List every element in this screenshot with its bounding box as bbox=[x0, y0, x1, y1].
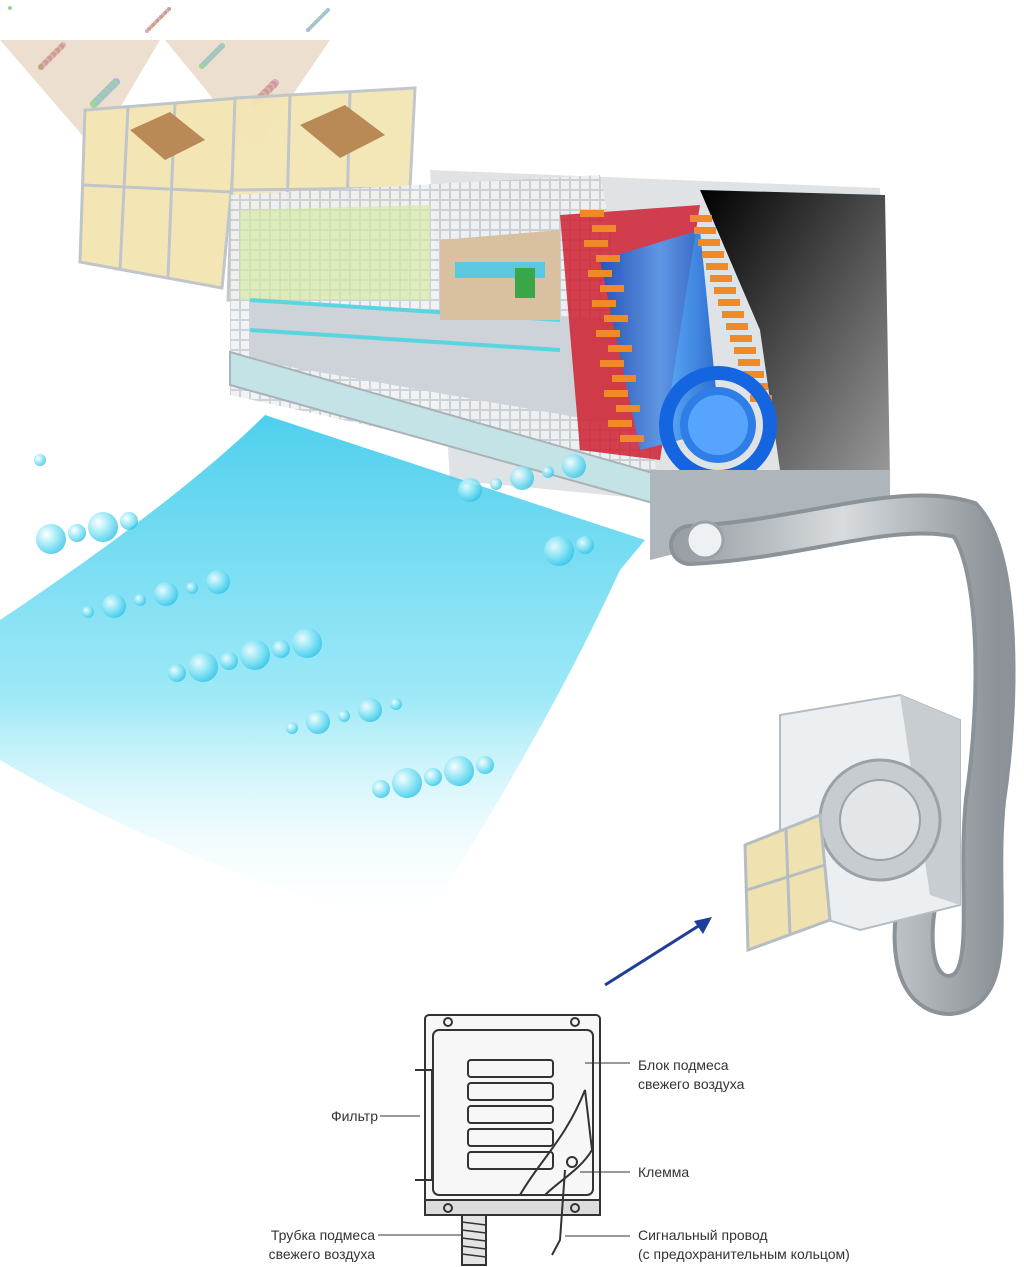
label-mix-tube: Трубка подмеса свежего воздуха bbox=[268, 1227, 375, 1262]
label-clamp: Клемма bbox=[638, 1164, 690, 1180]
label-mix-block: Блок подмеса свежего воздуха bbox=[638, 1057, 745, 1092]
coil-fin bbox=[604, 315, 628, 322]
coil-fin bbox=[722, 311, 744, 318]
coil-fin bbox=[612, 375, 636, 382]
coil-fin bbox=[738, 359, 760, 366]
dust-particle bbox=[306, 28, 310, 32]
air-bubble bbox=[102, 594, 126, 618]
dust-particle bbox=[8, 6, 12, 10]
cold-air-stream bbox=[0, 415, 645, 930]
air-bubble bbox=[36, 524, 66, 554]
coil-fin bbox=[694, 227, 716, 234]
air-bubble bbox=[186, 582, 198, 594]
air-bubble bbox=[458, 478, 482, 502]
indoor-unit bbox=[229, 170, 890, 560]
coil-fin bbox=[596, 255, 620, 262]
coil-fin bbox=[584, 240, 608, 247]
air-bubble bbox=[82, 606, 94, 618]
fresh-air-block-3d bbox=[743, 693, 961, 953]
air-bubble bbox=[120, 512, 138, 530]
coil-fin bbox=[730, 335, 752, 342]
air-bubble bbox=[542, 466, 554, 478]
air-bubble bbox=[390, 698, 402, 710]
coil-fin bbox=[592, 300, 616, 307]
coil-fin bbox=[726, 323, 748, 330]
air-bubble bbox=[286, 722, 298, 734]
pointer-arrow bbox=[604, 917, 712, 987]
coil-fin bbox=[690, 215, 712, 222]
coil-fin bbox=[718, 299, 740, 306]
coil-fin bbox=[706, 263, 728, 270]
air-bubble bbox=[292, 628, 322, 658]
coil-fin bbox=[604, 390, 628, 397]
dust-particle bbox=[90, 100, 98, 108]
air-bubble bbox=[372, 780, 390, 798]
incoming-air-cones bbox=[0, 6, 330, 150]
air-bubble bbox=[154, 582, 178, 606]
air-bubble bbox=[34, 454, 46, 466]
air-bubble bbox=[476, 756, 494, 774]
coil-fin bbox=[608, 420, 632, 427]
air-bubble bbox=[424, 768, 442, 786]
mixing-block-schematic bbox=[415, 1014, 601, 1266]
dust-particle bbox=[199, 63, 205, 69]
label-signal-wire: Сигнальный провод (с предохранительным к… bbox=[638, 1227, 850, 1262]
coil-fin bbox=[608, 345, 632, 352]
air-bubble bbox=[68, 524, 86, 542]
coil-fin bbox=[592, 225, 616, 232]
air-bubble bbox=[490, 478, 502, 490]
air-bubble bbox=[544, 536, 574, 566]
coil-fin bbox=[698, 239, 720, 246]
coil-fin bbox=[702, 251, 724, 258]
coil-fin bbox=[580, 210, 604, 217]
coil-fin bbox=[616, 405, 640, 412]
air-bubble bbox=[188, 652, 218, 682]
air-bubble bbox=[576, 536, 594, 554]
coil-fin bbox=[742, 371, 764, 378]
air-bubble bbox=[358, 698, 382, 722]
air-bubble bbox=[206, 570, 230, 594]
air-bubble bbox=[240, 640, 270, 670]
coil-fin bbox=[588, 270, 612, 277]
coil-fin bbox=[710, 275, 732, 282]
dust-particle bbox=[145, 29, 149, 33]
label-filter: Фильтр bbox=[330, 1108, 378, 1124]
coil-fin bbox=[620, 435, 644, 442]
air-bubble bbox=[444, 756, 474, 786]
air-bubble bbox=[220, 652, 238, 670]
air-bubble bbox=[306, 710, 330, 734]
coil-fin bbox=[596, 330, 620, 337]
coil-fin bbox=[714, 287, 736, 294]
coil-fin bbox=[600, 360, 624, 367]
coil-fin bbox=[734, 347, 756, 354]
air-bubble bbox=[88, 512, 118, 542]
air-bubble bbox=[392, 768, 422, 798]
dust-particle bbox=[38, 64, 44, 70]
leader-lines bbox=[378, 1062, 630, 1237]
coil-fin bbox=[600, 285, 624, 292]
air-bubble bbox=[562, 454, 586, 478]
air-bubble bbox=[338, 710, 350, 722]
air-bubble bbox=[134, 594, 146, 606]
air-bubble bbox=[510, 466, 534, 490]
air-bubble bbox=[168, 664, 186, 682]
air-bubble bbox=[272, 640, 290, 658]
